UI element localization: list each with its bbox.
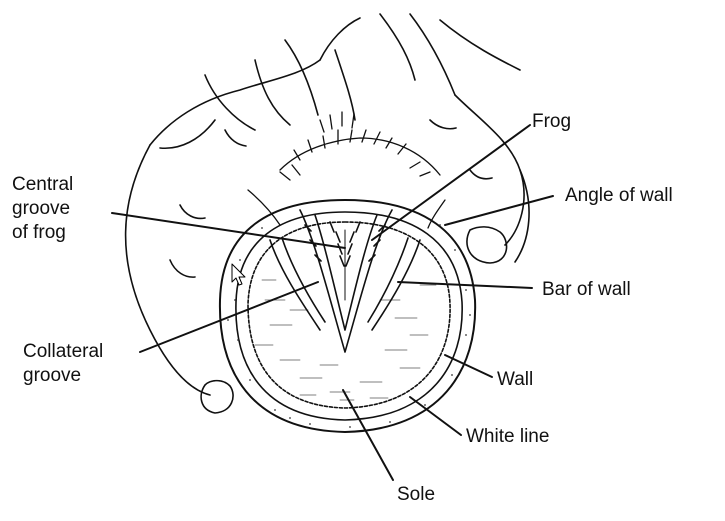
leader-lines (111, 124, 554, 481)
leader-white-line (409, 396, 462, 436)
label-angle-of-wall: Angle of wall (565, 185, 673, 206)
label-central-groove: Central groove of frog (12, 173, 73, 245)
frog-shape (299, 209, 393, 353)
label-collateral-groove-line2: groove (23, 365, 82, 386)
leader-frog (371, 124, 531, 241)
label-wall: Wall (497, 369, 534, 390)
bars-of-wall (269, 237, 421, 331)
hands-outline (124, 13, 530, 414)
mouse-pointer-icon (231, 263, 246, 286)
leader-bar-of-wall (397, 281, 533, 289)
label-sole: Sole (397, 484, 436, 505)
leader-wall (444, 354, 493, 378)
label-collateral-groove: Collateral groove (23, 340, 103, 388)
label-bar-of-wall: Bar of wall (542, 279, 631, 300)
hoof-wall (218, 199, 477, 433)
leader-collateral-groove (139, 281, 319, 353)
label-white-line: White line (466, 426, 550, 447)
label-frog: Frog (532, 111, 572, 132)
coronet-hair (247, 111, 446, 229)
leader-angle-of-wall (444, 195, 554, 226)
sole-hatching (254, 279, 437, 401)
label-central-groove-line1: Central (12, 174, 74, 195)
label-collateral-groove-line1: Collateral (23, 341, 104, 362)
label-central-groove-line2: groove (12, 198, 71, 219)
wall-stipple (227, 224, 471, 428)
leader-sole (342, 389, 394, 481)
leader-central-groove (111, 212, 346, 249)
label-central-groove-line3: of frog (12, 222, 66, 243)
